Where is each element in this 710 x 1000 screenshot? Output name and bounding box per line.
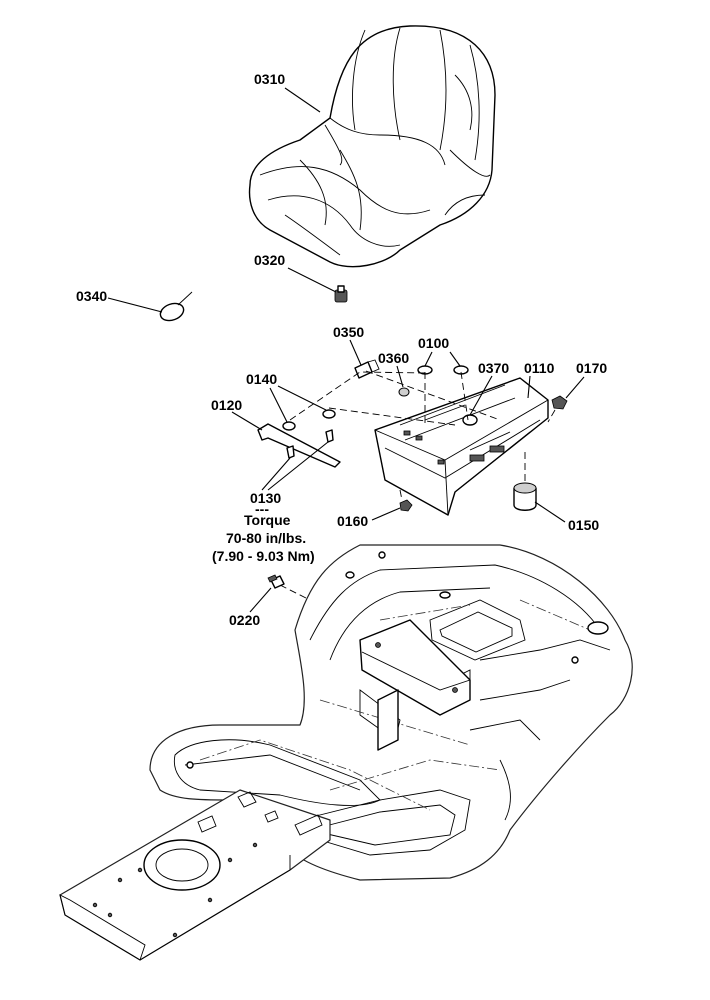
- callout-0340: 0340: [76, 288, 107, 304]
- seat-illustration: [248, 25, 496, 268]
- bumper-0150: [513, 482, 537, 511]
- assembly-line-c: [365, 370, 501, 421]
- torque-note-metric: (7.90 - 9.03 Nm): [212, 548, 315, 564]
- leader-0220: [249, 587, 272, 613]
- leader-0350: [349, 339, 362, 366]
- callout-0160: 0160: [337, 513, 368, 529]
- latch-plate-0120: [257, 409, 341, 468]
- callout-0170: 0170: [576, 360, 607, 376]
- leader-0310: [284, 87, 321, 113]
- leader-0110: [527, 375, 531, 399]
- leader-0100a: [424, 351, 433, 367]
- leader-0100b: [449, 351, 461, 367]
- leader-0150: [534, 501, 566, 523]
- leader-0130b: [267, 441, 329, 491]
- screws-0130: [286, 429, 334, 459]
- assembly-line-g: [547, 409, 556, 423]
- callout-0150: 0150: [568, 517, 599, 533]
- cable-tie-0340: [159, 291, 193, 322]
- leader-0140a: [269, 387, 288, 423]
- seat-pan-0110: [374, 377, 549, 516]
- callout-0360: 0360: [378, 350, 409, 366]
- torque-note-imperial: 70-80 in/lbs.: [226, 530, 306, 546]
- assembly-line-b: [328, 407, 456, 426]
- frame-seat-bracket: [359, 619, 471, 751]
- bolt-0220: [267, 574, 285, 589]
- leader-0140b: [277, 385, 327, 411]
- leader-0160: [371, 507, 401, 521]
- torque-note-dashes: ---: [255, 501, 269, 517]
- assembly-line-e: [460, 371, 469, 421]
- leader-0320: [287, 267, 337, 293]
- callout-0320: 0320: [254, 252, 285, 268]
- bolt-0350: [354, 359, 380, 379]
- callout-0350: 0350: [333, 324, 364, 340]
- callout-0220: 0220: [229, 612, 260, 628]
- assembly-line-h: [399, 489, 403, 501]
- callout-0110: 0110: [524, 360, 555, 376]
- leader-0370: [469, 375, 493, 416]
- callout-0130: 0130: [250, 490, 281, 506]
- leader-0360: [396, 365, 404, 388]
- seat-knob-0320: [334, 285, 348, 303]
- callout-0370: 0370: [478, 360, 509, 376]
- front-frame-plate: [59, 789, 331, 961]
- callout-0100: 0100: [418, 335, 449, 351]
- leader-0340: [107, 297, 163, 313]
- leader-0170: [565, 376, 585, 399]
- nut-0170: [551, 395, 568, 410]
- nut-0160: [399, 499, 413, 512]
- callout-0120: 0120: [211, 397, 242, 413]
- callout-0310: 0310: [254, 71, 285, 87]
- torque-note-title: Torque: [244, 512, 291, 528]
- washer-0360: [398, 387, 410, 397]
- leader-0120: [231, 411, 263, 431]
- callout-0140: 0140: [246, 371, 277, 387]
- leader-0130a: [261, 457, 291, 491]
